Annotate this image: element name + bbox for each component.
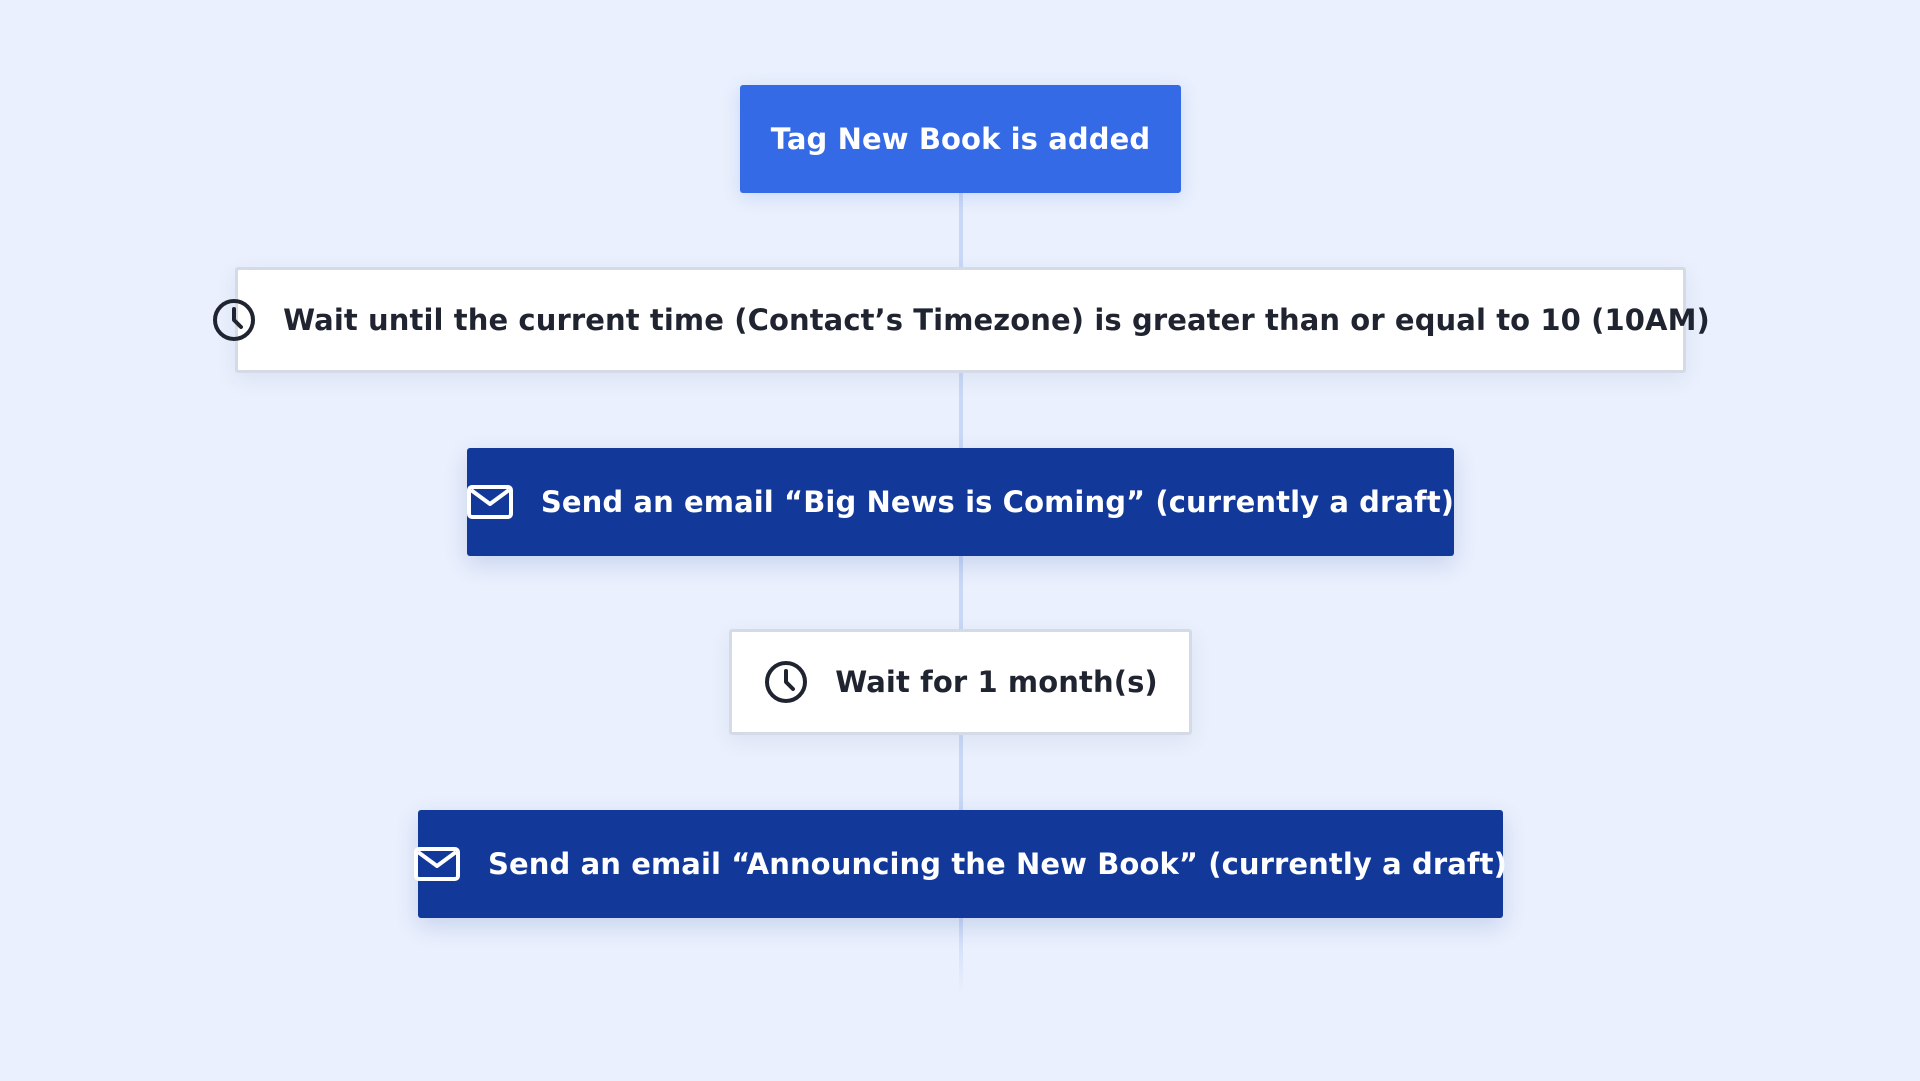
envelope-icon xyxy=(414,847,461,881)
wait-step-node[interactable]: Wait for 1 month(s) xyxy=(729,629,1192,735)
clock-icon xyxy=(211,297,257,343)
email-step-node[interactable]: Send an email “Announcing the New Book” … xyxy=(414,810,1507,918)
connector-line xyxy=(959,554,963,630)
connector-line-end xyxy=(959,915,963,995)
wait-step-label: Wait for 1 month(s) xyxy=(835,665,1158,699)
email-step-label: Send an email “Announcing the New Book” … xyxy=(488,847,1507,881)
trigger-label: Tag New Book is added xyxy=(770,122,1151,156)
connector-line xyxy=(959,733,963,811)
clock-icon xyxy=(763,659,809,705)
envelope-icon xyxy=(466,485,513,519)
trigger-node[interactable]: Tag New Book is added xyxy=(740,85,1181,193)
connector-line xyxy=(959,372,963,448)
wait-step-label: Wait until the current time (Contact’s T… xyxy=(283,303,1710,337)
email-step-node[interactable]: Send an email “Big News is Coming” (curr… xyxy=(466,448,1455,556)
connector-line xyxy=(959,192,963,268)
wait-step-node[interactable]: Wait until the current time (Contact’s T… xyxy=(213,267,1710,373)
email-step-label: Send an email “Big News is Coming” (curr… xyxy=(540,485,1455,519)
